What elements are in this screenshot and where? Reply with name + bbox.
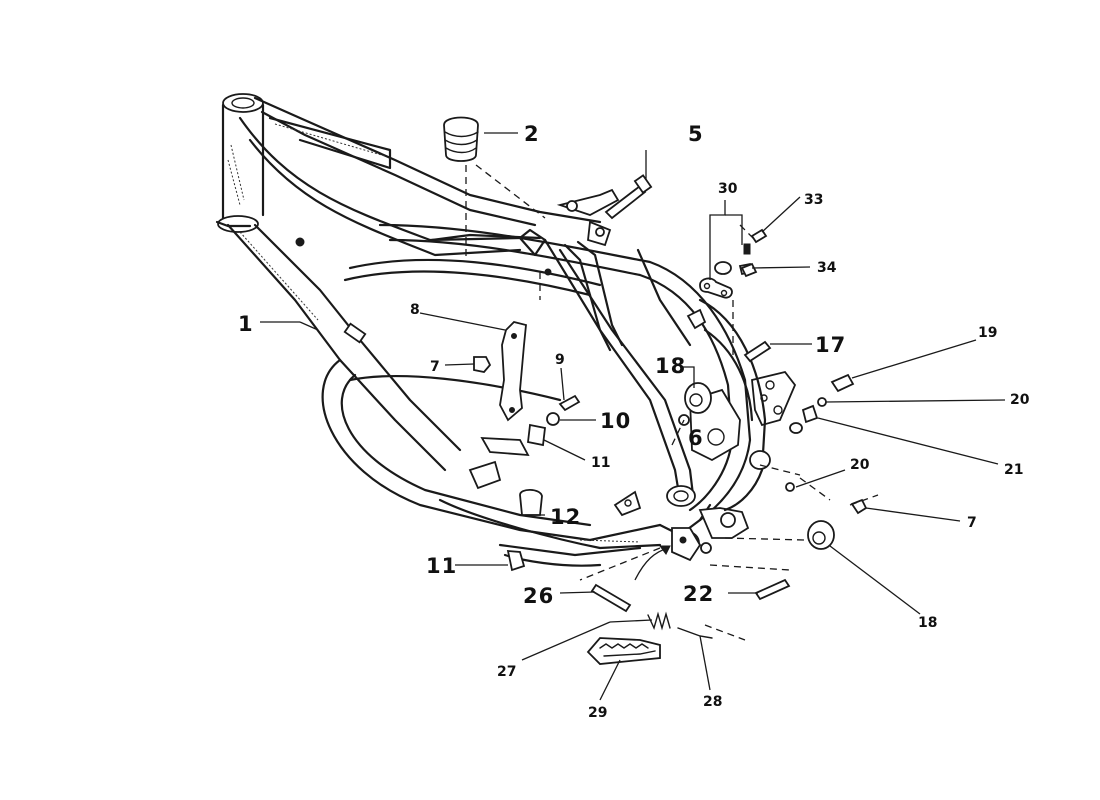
rubber-mount-18-lower [807,520,835,550]
callout-11-lower: 11 [426,554,457,578]
callout-34: 34 [817,260,837,276]
callout-33: 33 [804,192,823,208]
callout-28: 28 [703,694,722,710]
callout-26: 26 [523,584,554,608]
callout-11-upper: 11 [591,455,610,471]
callout-labels: 1 2 5 6 7 7 8 9 10 11 11 12 17 18 18 19 … [238,122,1030,721]
bolt-part-33 [750,228,768,244]
nut-part-7-right [850,498,868,515]
leader-lines [260,132,1006,701]
callout-18-upper: 18 [655,354,686,378]
callout-18-lower: 18 [918,615,937,631]
callout-12: 12 [550,505,581,529]
washer-part-10 [546,412,560,426]
bolt-part-9 [558,394,581,412]
callout-21: 21 [1004,462,1023,478]
plate-part-8 [499,321,527,422]
callout-5: 5 [688,122,704,146]
bolt-part-22 [754,578,791,601]
bolt-part-17 [743,340,772,363]
motorcycle-frame [215,93,797,567]
footpeg-part-29 [586,637,661,665]
callout-20-lower: 20 [850,457,870,473]
fasteners-19-21 [749,373,855,470]
callout-17: 17 [815,333,846,357]
callout-19: 19 [978,325,997,341]
clip-part-11-upper [527,423,546,447]
pin-part-26 [590,583,632,613]
callout-7-right: 7 [967,515,977,531]
spring-part-27 [647,611,713,639]
callout-27: 27 [497,664,516,680]
callout-22: 22 [683,582,714,606]
callout-30: 30 [718,181,738,197]
assembly-lines [465,164,879,641]
callout-2: 2 [524,122,540,146]
clip-part-11-lower [506,550,526,572]
washer-part-20 [785,482,795,492]
callout-20-upper: 20 [1010,392,1030,408]
callout-8: 8 [410,302,420,318]
nut-part-7-left [473,356,492,373]
callout-7-left: 7 [430,359,440,375]
rubber-mount-18-upper [684,382,712,414]
callout-10: 10 [600,409,631,433]
nut-part-34 [740,262,758,278]
callout-29: 29 [588,705,607,721]
bolt-part-5 [604,174,653,220]
callout-9: 9 [555,352,565,368]
bellows-part [443,116,479,162]
callout-1: 1 [238,312,254,336]
callout-6: 6 [688,426,704,450]
